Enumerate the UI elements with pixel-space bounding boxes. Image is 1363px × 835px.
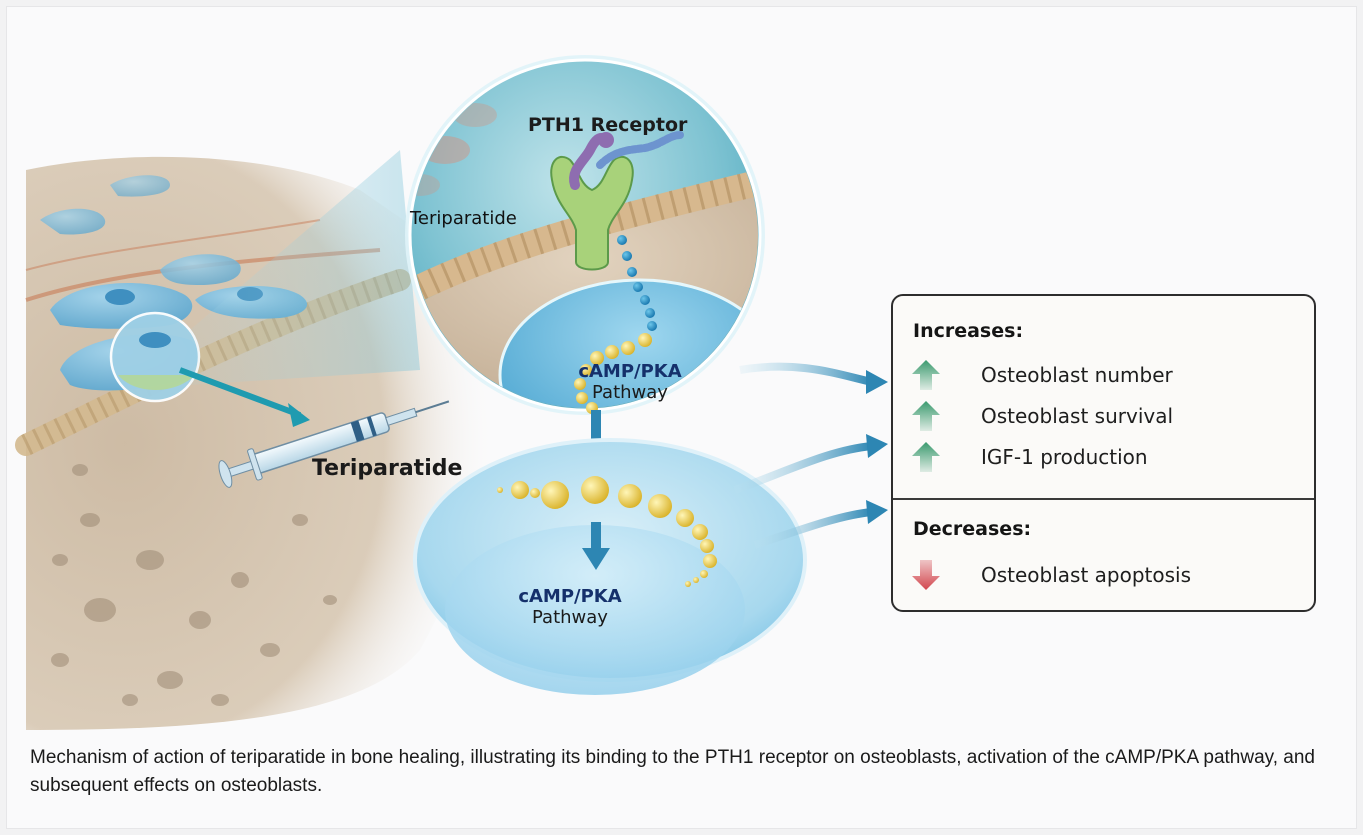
decreases-title: Decreases: (913, 518, 1032, 540)
syringe-pointer-arrow (178, 367, 302, 418)
pth1-receptor-label: PTH1 Receptor (528, 114, 688, 136)
teriparatide-syringe-label: Teriparatide (312, 456, 463, 481)
effect-item: Osteoblast apoptosis (909, 558, 1191, 592)
effect-item: IGF-1 production (909, 440, 1148, 474)
effect-label: Osteoblast survival (981, 404, 1174, 428)
signal-chain-blue (617, 235, 657, 331)
teriparatide-inner-label: Teriparatide (410, 208, 517, 229)
pathway-detail-circle (413, 438, 807, 695)
effect-item: Osteoblast survival (909, 399, 1173, 433)
effect-label: Osteoblast apoptosis (981, 563, 1192, 587)
arrow-up-icon (912, 401, 940, 431)
mechanism-figure: PTH1 Receptor Teriparatide Teriparatide … (15, 55, 1316, 730)
pathway-upper-sub: Pathway (592, 382, 668, 403)
arrow-up-icon (912, 442, 940, 472)
bone-pores (51, 464, 337, 706)
effects-box: Increases: Osteoblast number Osteoblast … (891, 294, 1316, 612)
syringe-icon (218, 400, 450, 488)
arrow-up-icon (912, 360, 940, 390)
effect-item: Osteoblast number (909, 358, 1173, 392)
pathway-label-upper: cAMP/PKA Pathway (560, 361, 700, 403)
increases-section: Increases: Osteoblast number Osteoblast … (893, 296, 1314, 498)
arrow-down-icon (912, 560, 940, 590)
zoom-cone (190, 150, 420, 385)
effect-label: Osteoblast number (981, 363, 1173, 387)
pathway-lower-title: cAMP/PKA (518, 586, 622, 607)
effect-flow-arrows (733, 362, 888, 549)
illustration (15, 55, 888, 730)
pathway-upper-title: cAMP/PKA (578, 361, 682, 382)
decreases-section: Decreases: Osteoblast apoptosis (893, 498, 1314, 612)
effect-label: IGF-1 production (981, 445, 1148, 469)
increases-title: Increases: (913, 320, 1024, 342)
pathway-label-lower: cAMP/PKA Pathway (500, 586, 640, 628)
receptor-detail-circle (405, 55, 765, 415)
signal-chain-yellow (574, 333, 652, 414)
pathway-lower-sub: Pathway (532, 607, 608, 628)
signal-chain-lower (497, 476, 717, 587)
figure-caption: Mechanism of action of teriparatide in b… (30, 747, 1315, 796)
